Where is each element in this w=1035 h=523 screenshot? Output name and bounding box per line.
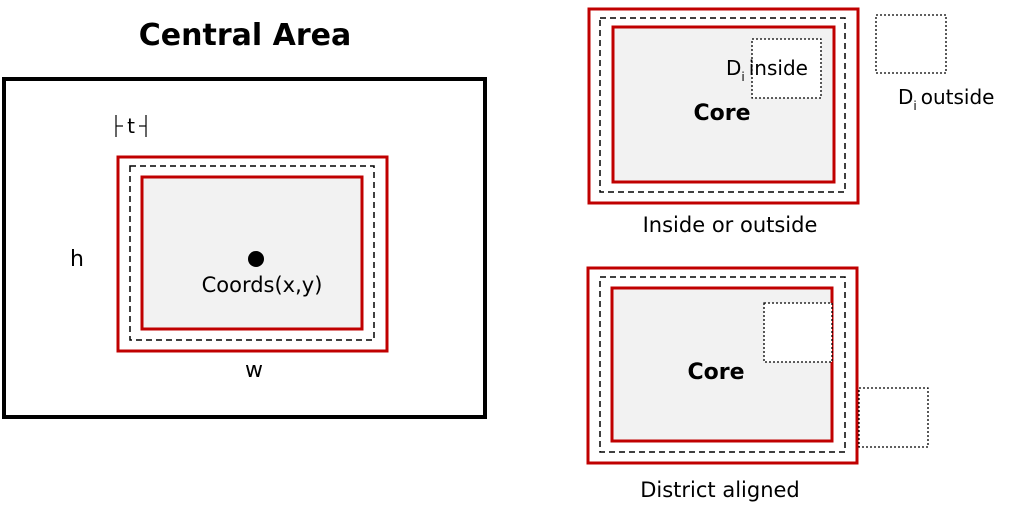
w-label: w <box>245 358 263 383</box>
central-outer-boundary <box>116 155 389 353</box>
io-caption: Inside or outside <box>643 213 818 237</box>
io-dashed-buffer <box>599 17 846 193</box>
coords-label: Coords(x,y) <box>202 273 323 297</box>
t-label: t <box>127 114 135 138</box>
central-area-frame <box>2 77 487 419</box>
h-label: h <box>70 247 84 272</box>
t-dimension-marker: t <box>115 114 147 138</box>
district-inside-box <box>751 38 822 99</box>
central-dashed-buffer <box>129 165 375 341</box>
central-area-title: Central Area <box>139 18 351 53</box>
coords-point <box>248 251 264 267</box>
district-aligned-outer-box <box>858 387 929 448</box>
da-dashed-buffer <box>599 276 846 453</box>
da-caption: District aligned <box>640 478 800 502</box>
district-aligned-inner-box <box>763 302 833 363</box>
da-core-label: Core <box>687 360 744 385</box>
io-outer-boundary <box>587 7 860 205</box>
district-outside-box <box>875 14 947 74</box>
panel-district-aligned: Core District aligned <box>586 266 929 502</box>
io-core-label: Core <box>693 101 750 126</box>
da-outer-boundary <box>586 266 859 465</box>
